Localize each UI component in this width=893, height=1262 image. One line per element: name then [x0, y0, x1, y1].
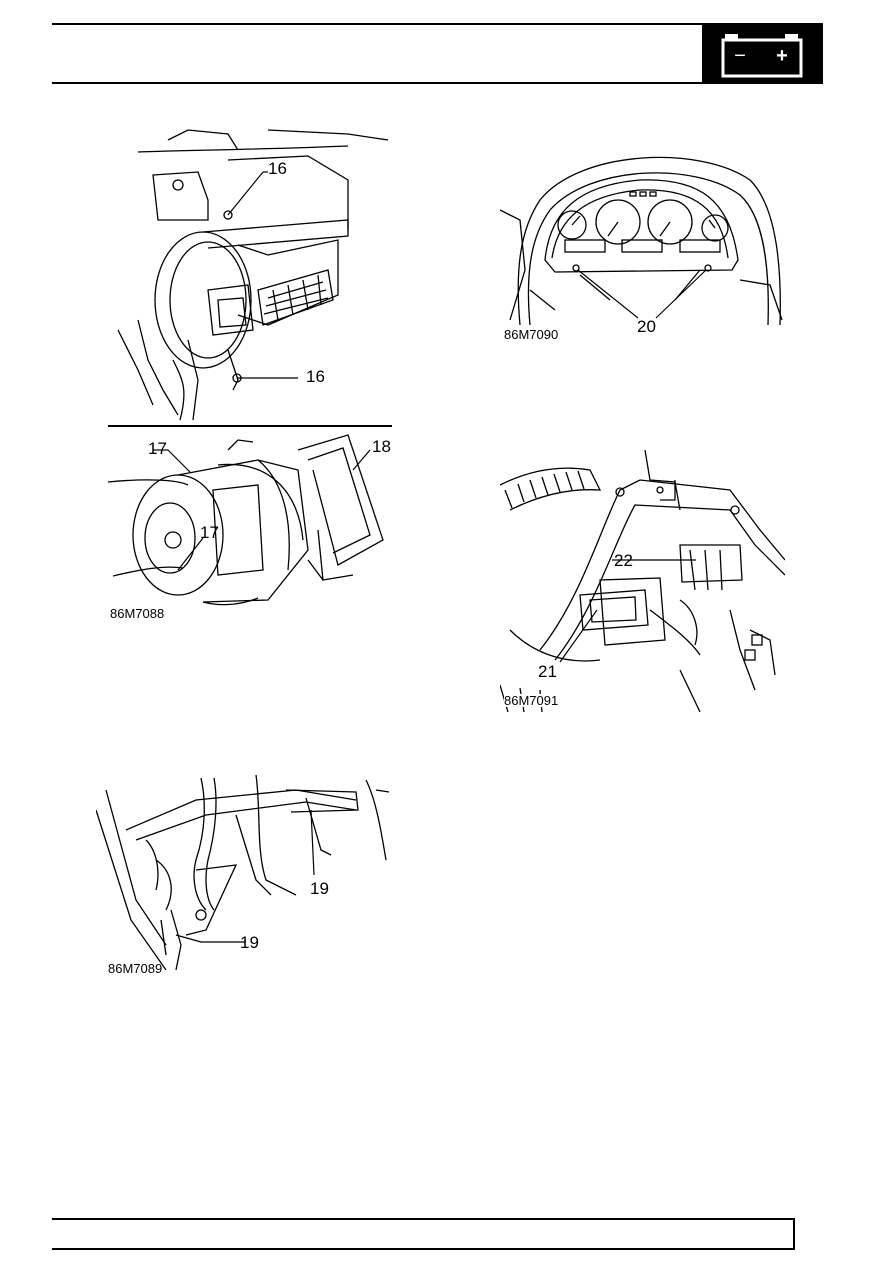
figure-ref-86M7091: 86M7091: [504, 693, 561, 708]
footer-end-bar: [793, 1218, 795, 1250]
callout-16-lower: 16: [306, 367, 325, 386]
instrument-pack-illustration: [500, 156, 783, 325]
battery-badge: − +: [702, 24, 823, 84]
callout-17-lower: 17: [200, 523, 219, 542]
callout-21: 21: [538, 662, 557, 681]
figure-instrument-pack: 20 86M7090: [500, 140, 785, 345]
callout-16-upper: 16: [268, 159, 287, 178]
figure-ref-86M7088: 86M7088: [110, 606, 165, 621]
figure-blower-unit: 16 16: [108, 120, 393, 425]
header-top-rule: [52, 23, 823, 25]
figure-divider: [108, 425, 392, 427]
battery-icon: − +: [721, 34, 803, 78]
footer-top-rule: [52, 1218, 795, 1220]
figure-ref-86M7090: 86M7090: [504, 327, 559, 342]
figure-blower-motor: 17 17 18 86M7088: [108, 430, 398, 620]
header-bottom-rule: [52, 82, 823, 84]
callout-19-upper: 19: [310, 879, 329, 898]
figure-ecu-connectors: 22 21 86M7091: [500, 450, 785, 712]
battery-plus-sign: +: [776, 45, 788, 67]
blower-motor-illustration: [108, 434, 384, 606]
blower-unit-illustration: [117, 129, 389, 421]
callout-18: 18: [372, 437, 391, 456]
callout-22: 22: [614, 551, 633, 570]
callout-17-upper: 17: [148, 439, 167, 458]
harness-bracket-illustration: [96, 774, 390, 970]
ecu-connectors-illustration: [500, 450, 785, 712]
callout-19-lower: 19: [240, 933, 259, 952]
figure-harness-bracket: 19 19 86M7089: [96, 770, 391, 985]
footer-bottom-rule: [52, 1248, 795, 1250]
figure-ref-86M7089: 86M7089: [108, 961, 163, 976]
callout-20: 20: [637, 317, 656, 336]
battery-minus-sign: −: [734, 45, 746, 67]
